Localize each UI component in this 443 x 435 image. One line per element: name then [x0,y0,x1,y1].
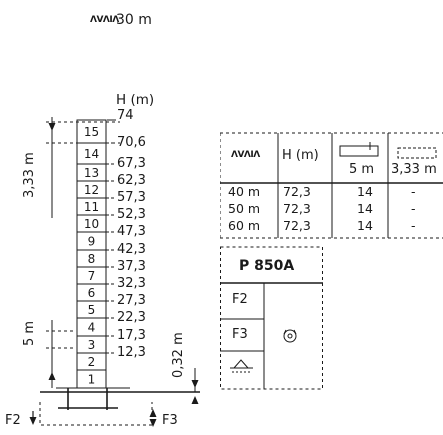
dim-section-label: 5 m [22,320,37,346]
table-symbol: ΛVΛIΛ [231,150,260,160]
table-cell-jib: 60 m [228,218,261,233]
jib-length: 30 m [116,12,152,28]
table-cell-jib: 40 m [228,184,261,199]
table-cell-b: - [411,201,416,216]
section-height-label: 22,3 [117,310,146,325]
force-f3-label: F3 [162,413,178,428]
table-cell-h: 72,3 [283,184,311,199]
base-box-frame [220,246,323,390]
mast-section-number: 6 [88,286,96,300]
mast-section-number: 9 [88,235,96,249]
mast-section-number: 11 [84,200,99,214]
section-height-label: 57,3 [117,190,146,205]
section-height-label: 12,3 [117,345,146,360]
dim-top-label: 3,33 m [22,152,37,198]
base-box-f2: F2 [232,292,248,307]
table-col-a: 5 m [349,162,375,177]
section-height-label: 42,3 [117,242,146,257]
force-f2-label: F2 [5,413,21,428]
table-cell-a: 14 [357,218,373,233]
height-top-value: 74 [117,108,134,123]
config-table-grid [220,132,443,239]
table-cell-h: 72,3 [283,201,311,216]
table-col-h: H (m) [282,148,319,163]
mast-section-number: 10 [84,217,99,231]
table-col-b: 3,33 m [391,162,437,177]
section-height-label: 67,3 [117,156,146,171]
table-cell-a: 14 [357,184,373,199]
section-height-label: 70,6 [117,135,146,150]
mast-section-number: 2 [88,355,96,369]
mast-section-number: 12 [84,183,99,197]
section-height-label: 37,3 [117,259,146,274]
table-cell-a: 14 [357,201,373,216]
section-height-label: 52,3 [117,207,146,222]
mast-section-number: 3 [88,338,96,352]
base-box-title: P 850A [239,258,295,274]
base-box-f3: F3 [232,327,248,342]
mast-section-number: 1 [88,373,96,387]
table-cell-b: - [411,184,416,199]
mast-section-number: 5 [88,303,96,317]
section-height-label: 47,3 [117,224,146,239]
mast-section-number: 14 [84,147,99,161]
section-height-label: 32,3 [117,276,146,291]
height-unit-label: H (m) [116,92,155,108]
table-cell-jib: 50 m [228,201,261,216]
mast-section-number: 7 [88,269,96,283]
mast-section-number: 8 [88,252,96,266]
section-height-label: 62,3 [117,173,146,188]
section-height-label: 27,3 [117,293,146,308]
table-cell-b: - [411,218,416,233]
jib-symbol: ΛVΛIΛ [90,15,119,25]
mast-section-number: 4 [88,321,96,335]
section-height-label: 17,3 [117,328,146,343]
table-cell-h: 72,3 [283,218,311,233]
mast-section-number: 13 [84,166,99,180]
mast-section-number: 15 [84,125,99,139]
dim-base-label: 0,32 m [171,332,186,378]
